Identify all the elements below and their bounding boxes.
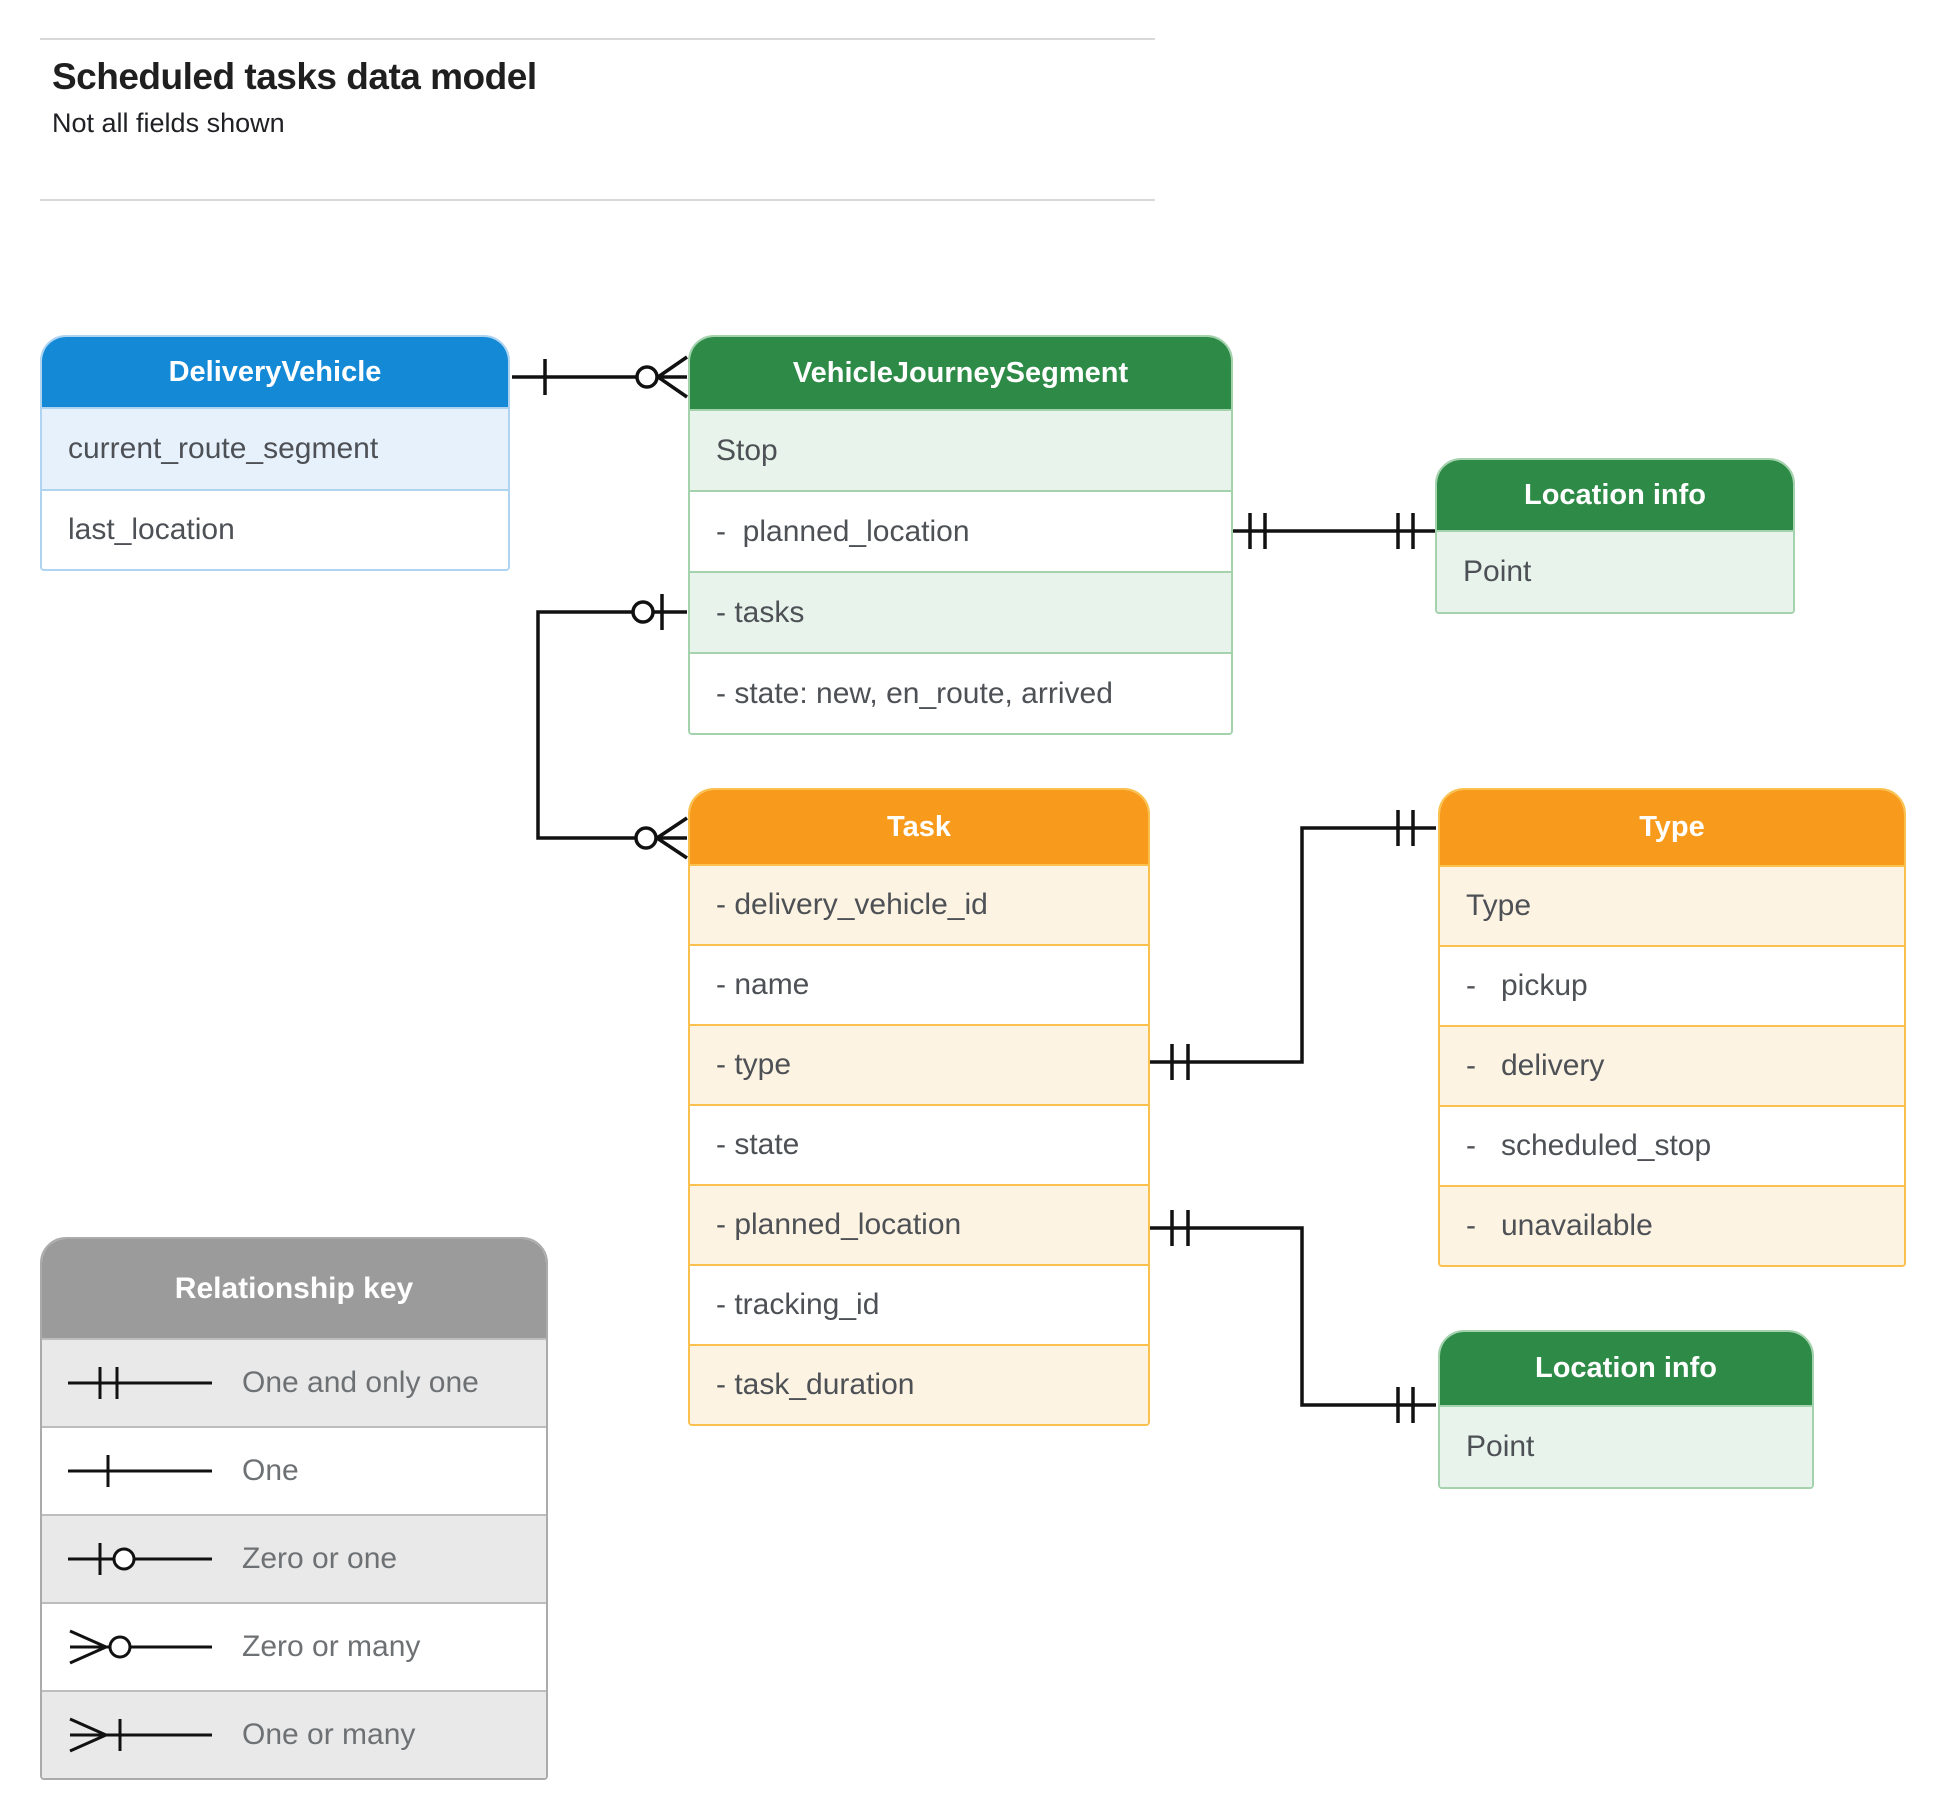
- entity-header: Location info: [1437, 460, 1793, 530]
- divider-bottom: [40, 199, 1155, 201]
- entity-title: Location info: [1523, 478, 1707, 511]
- entity-header: DeliveryVehicle: [42, 337, 508, 407]
- legend-row: Zero or many: [42, 1602, 546, 1690]
- entity-header: VehicleJourneySegment: [690, 337, 1231, 409]
- entity-row: Type: [1440, 865, 1904, 945]
- entity-header: Task: [690, 790, 1148, 864]
- one-symbol: [68, 1455, 212, 1487]
- entity-row: - state: [690, 1104, 1148, 1184]
- entity-vehicle-journey-segment: VehicleJourneySegment Stop - planned_loc…: [688, 335, 1233, 735]
- relationship-vjs-to-locationinfo: [1233, 513, 1435, 549]
- page-title: Scheduled tasks data model: [52, 56, 537, 97]
- legend-row: Zero or one: [42, 1514, 546, 1602]
- entity-header: Location info: [1440, 1332, 1812, 1405]
- crow-foot-many: [657, 355, 688, 399]
- page-subtitle: Not all fields shown: [52, 108, 285, 138]
- legend-label: One: [242, 1454, 299, 1487]
- entity-title: VehicleJourneySegment: [792, 356, 1129, 389]
- legend-row: One or many: [42, 1690, 546, 1778]
- entity-row: - planned_location: [690, 490, 1231, 571]
- one-or-many-symbol: [69, 1717, 212, 1753]
- one-and-only-one-symbol: [68, 1367, 212, 1399]
- legend-label: Zero or many: [242, 1630, 421, 1663]
- entity-row: - pickup: [1440, 945, 1904, 1025]
- legend-row: One and only one: [42, 1338, 546, 1426]
- legend-row: One: [42, 1426, 546, 1514]
- zero-circle: [631, 600, 655, 624]
- entity-row: - tracking_id: [690, 1264, 1148, 1344]
- relationship-key-title: Relationship key: [174, 1271, 414, 1305]
- entity-location-info-bottom: Location info Point: [1438, 1330, 1814, 1489]
- entity-title: DeliveryVehicle: [168, 355, 382, 388]
- legend-label: One or many: [242, 1718, 416, 1751]
- relationship-key-header: Relationship key: [42, 1239, 546, 1338]
- zero-or-one-symbol: [68, 1543, 212, 1575]
- crow-foot-many: [656, 816, 688, 860]
- entity-row: Point: [1437, 530, 1793, 612]
- zero-circle: [635, 365, 659, 389]
- entity-row: - scheduled_stop: [1440, 1105, 1904, 1185]
- entity-row: current_route_segment: [42, 407, 508, 489]
- relationship-task-to-locationinfo: [1150, 1210, 1436, 1423]
- legend-label: Zero or one: [242, 1542, 398, 1575]
- entity-row: - state: new, en_route, arrived: [690, 652, 1231, 733]
- entity-location-info-top: Location info Point: [1435, 458, 1795, 614]
- entity-row: - delivery_vehicle_id: [690, 864, 1148, 944]
- entity-title: Location info: [1534, 1352, 1718, 1384]
- zero-or-many-symbol: [69, 1629, 212, 1665]
- entity-row: Point: [1440, 1405, 1812, 1487]
- entity-delivery-vehicle: DeliveryVehicle current_route_segment la…: [40, 335, 510, 571]
- entity-task: Task - delivery_vehicle_id - name - type…: [688, 788, 1150, 1426]
- divider-top: [40, 38, 1155, 40]
- relationship-task-type-to-type: [1150, 810, 1436, 1080]
- relationship-deliveryvehicle-to-vehiclejourneysegment: [512, 355, 688, 399]
- entity-row: - task_duration: [690, 1344, 1148, 1424]
- entity-title: Type: [1639, 811, 1705, 843]
- relationship-key: Relationship key One and only one One Ze: [40, 1237, 548, 1780]
- entity-row: Stop: [690, 409, 1231, 490]
- legend-label: One and only one: [242, 1366, 479, 1399]
- entity-row: - name: [690, 944, 1148, 1024]
- entity-type: Type Type - pickup - delivery - schedule…: [1438, 788, 1906, 1267]
- entity-row: - type: [690, 1024, 1148, 1104]
- entity-row: - tasks: [690, 571, 1231, 652]
- entity-row: - delivery: [1440, 1025, 1904, 1105]
- entity-title: Task: [887, 810, 951, 843]
- entity-row: - unavailable: [1440, 1185, 1904, 1265]
- entity-row: - planned_location: [690, 1184, 1148, 1264]
- zero-circle: [634, 826, 658, 850]
- entity-header: Type: [1440, 790, 1904, 865]
- relationship-vjs-tasks-to-task: [536, 594, 688, 860]
- entity-row: last_location: [42, 489, 508, 569]
